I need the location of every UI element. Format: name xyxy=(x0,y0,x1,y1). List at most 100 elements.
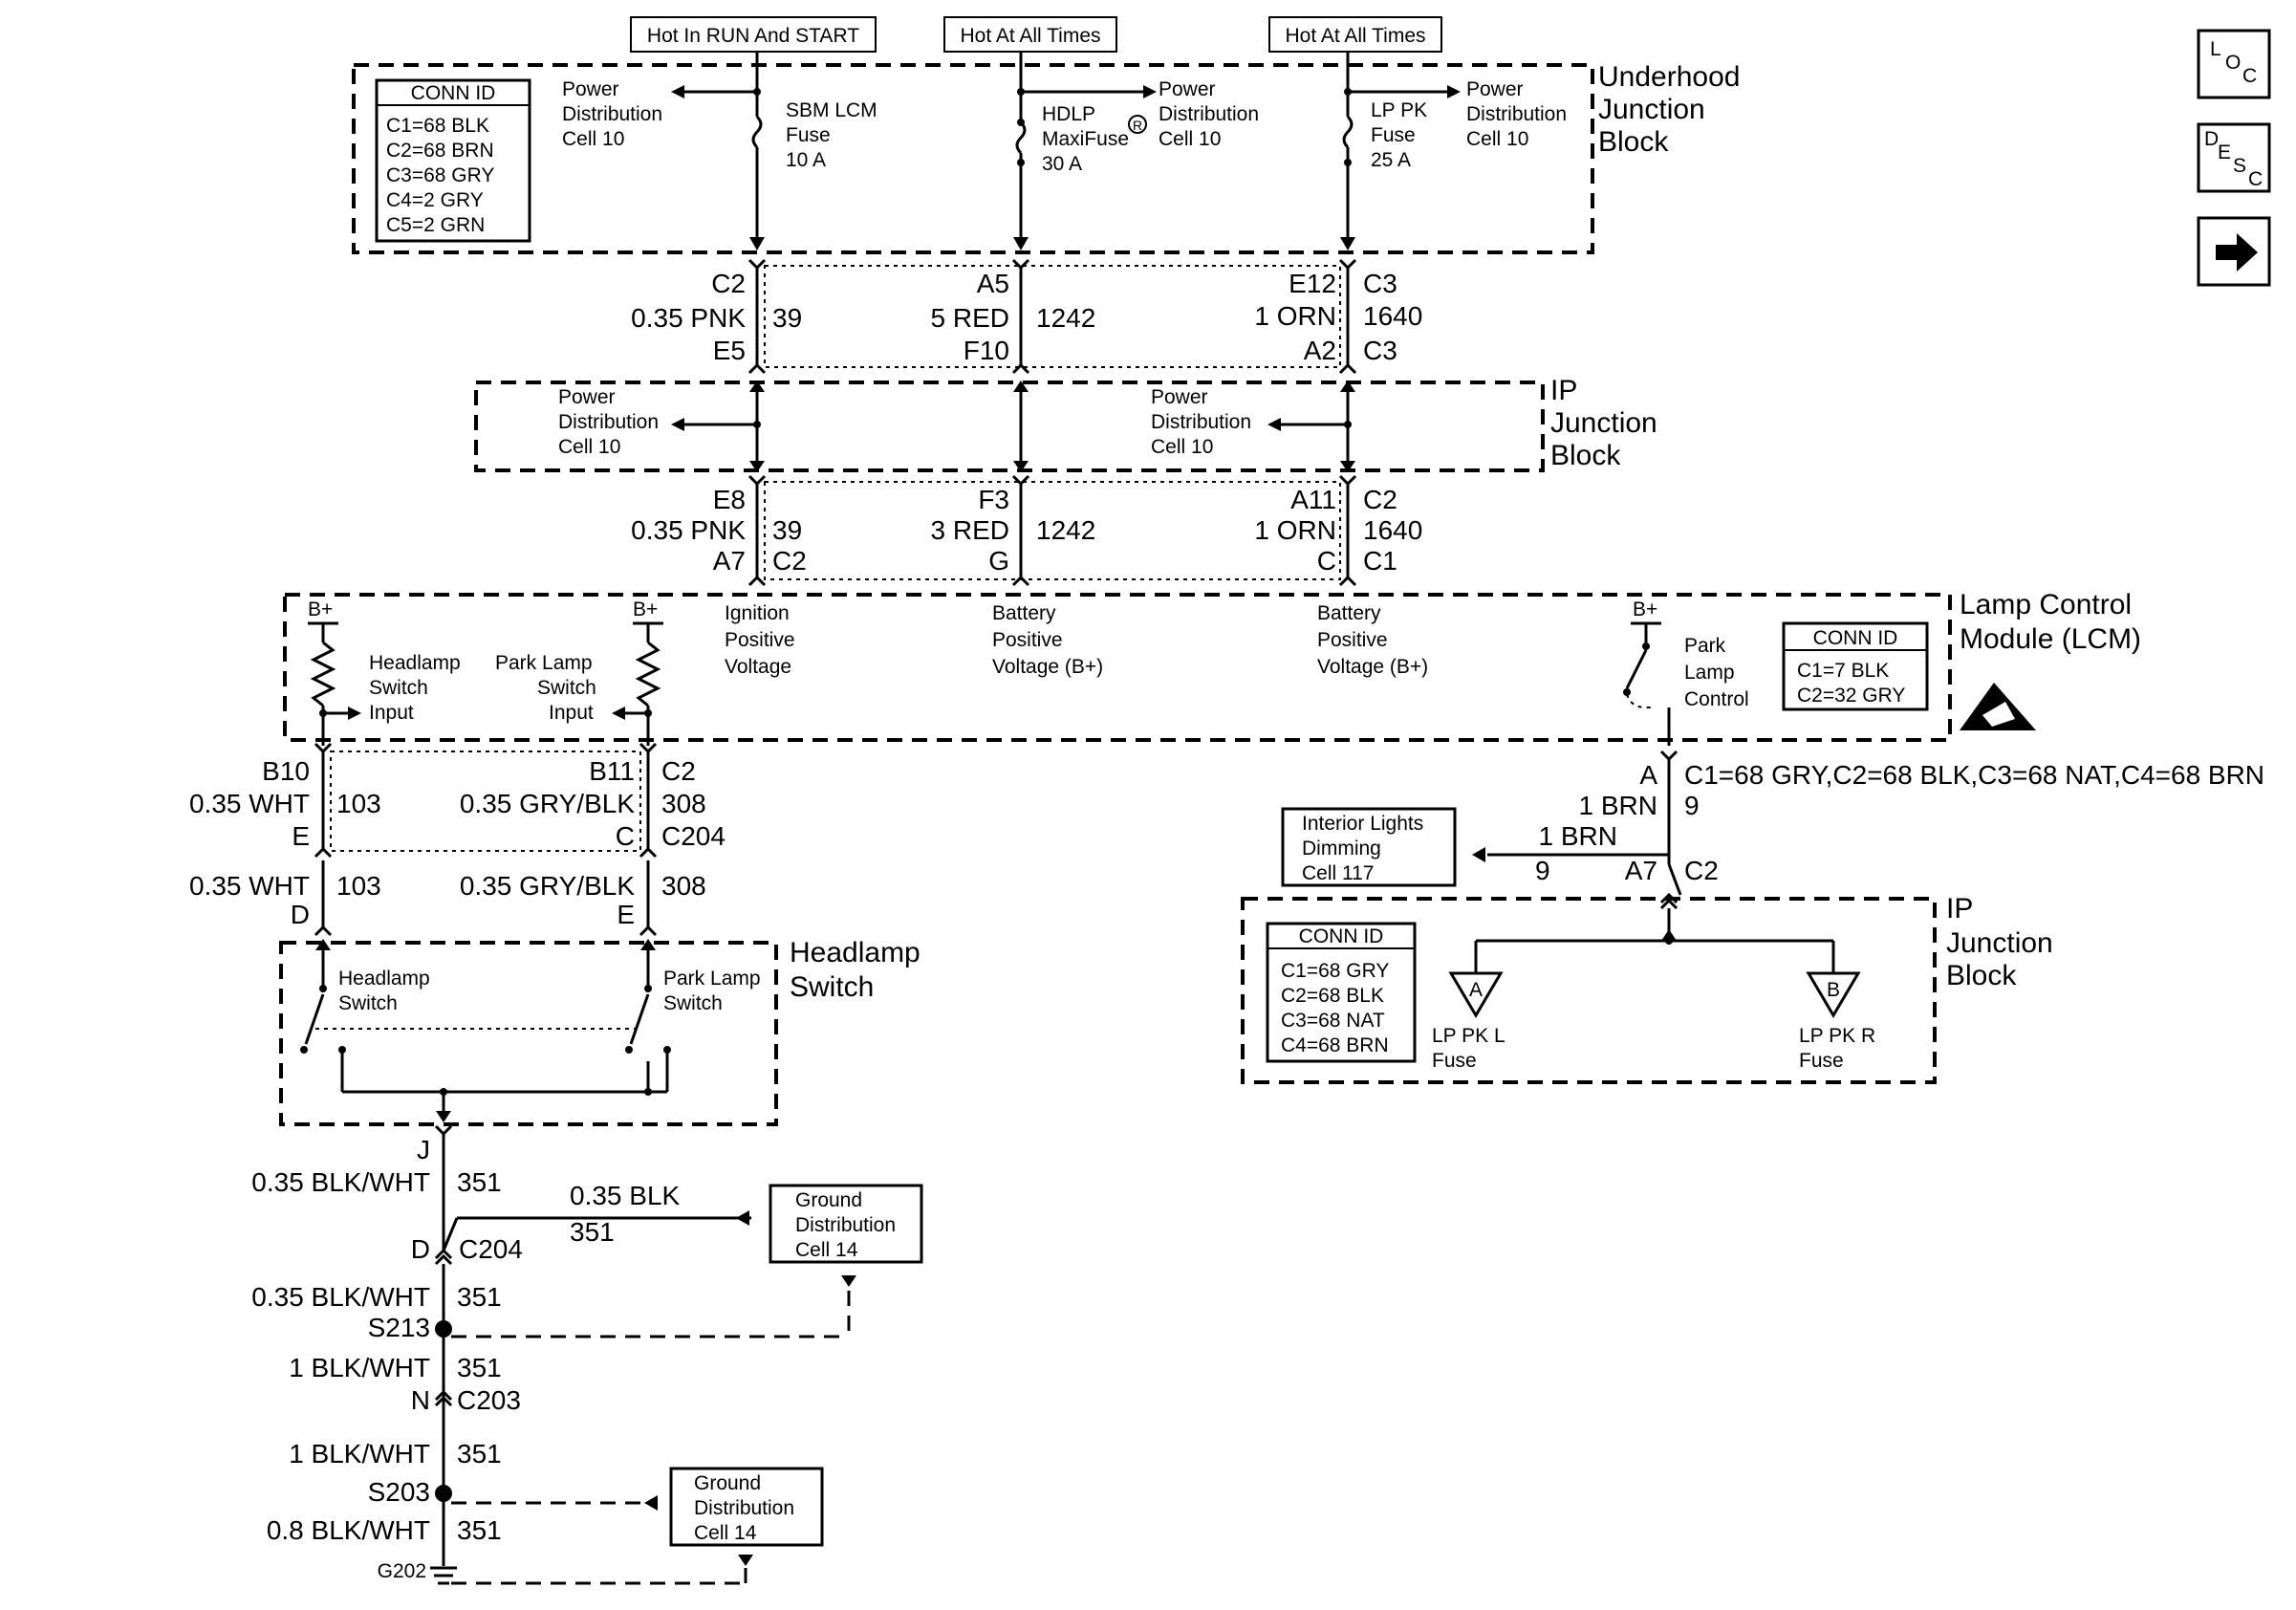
wire-1242-upper: A5 5 RED 1242 F10 xyxy=(931,269,1096,365)
svg-text:Junction: Junction xyxy=(1598,94,1705,125)
svg-text:30 A: 30 A xyxy=(1042,153,1082,175)
svg-text:Positive: Positive xyxy=(725,629,795,651)
svg-text:C1=68 GRY: C1=68 GRY xyxy=(1281,960,1389,982)
svg-text:9: 9 xyxy=(1535,856,1550,885)
svg-text:C: C xyxy=(616,821,635,851)
svg-text:Lamp Control: Lamp Control xyxy=(1960,589,2132,620)
park-lamp-control-label: Park Lamp Control xyxy=(1684,635,1749,710)
svg-text:G202: G202 xyxy=(378,1560,426,1582)
svg-text:Battery: Battery xyxy=(1317,602,1381,624)
svg-text:Distribution: Distribution xyxy=(694,1497,794,1519)
svg-text:C1=7 BLK: C1=7 BLK xyxy=(1797,660,1889,682)
svg-text:LP PK: LP PK xyxy=(1371,99,1427,121)
svg-text:HDLP: HDLP xyxy=(1042,103,1095,125)
svg-text:Battery: Battery xyxy=(992,602,1056,624)
svg-text:F3: F3 xyxy=(978,485,1009,514)
loc-icon[interactable]: L O C xyxy=(2197,29,2271,99)
battery-positive-voltage-label-1: Battery Positive Voltage (B+) xyxy=(992,602,1103,678)
svg-text:Junction: Junction xyxy=(1946,927,2053,959)
fuse-b-icon: B xyxy=(1806,971,1861,1018)
svg-text:C: C xyxy=(2242,65,2257,87)
svg-text:C: C xyxy=(2248,168,2263,190)
svg-text:Block: Block xyxy=(1946,960,2017,991)
svg-text:E5: E5 xyxy=(713,336,746,365)
svg-text:B+: B+ xyxy=(308,598,333,620)
underhood-junction-block: Underhood Junction Block xyxy=(352,61,1740,254)
lp-pk-l-fuse-label: LP PK L Fuse xyxy=(1432,1025,1505,1072)
svg-text:D: D xyxy=(2204,128,2219,150)
svg-text:LP PK L: LP PK L xyxy=(1432,1025,1505,1047)
next-arrow-icon[interactable] xyxy=(2197,216,2271,287)
svg-text:103: 103 xyxy=(336,871,381,901)
svg-text:B10: B10 xyxy=(262,756,310,786)
svg-text:B: B xyxy=(1827,979,1840,1001)
lp-pk-fuse-label: LP PK Fuse 25 A xyxy=(1371,99,1427,171)
svg-text:IP: IP xyxy=(1550,375,1577,406)
svg-text:0.8 BLK/WHT: 0.8 BLK/WHT xyxy=(267,1515,430,1545)
svg-text:Switch: Switch xyxy=(537,677,596,699)
park-lamp-switch-label: Park Lamp Switch xyxy=(663,968,761,1014)
park-lamp-control-switch-icon xyxy=(1625,649,1648,689)
svg-text:10 A: 10 A xyxy=(786,149,826,171)
svg-text:Lamp: Lamp xyxy=(1684,662,1735,684)
svg-text:Headlamp: Headlamp xyxy=(790,937,921,968)
uhjb-conn-id-table: CONN ID C1=68 BLK C2=68 BRN C3=68 GRY C4… xyxy=(375,78,531,243)
hdlp-maxifuse-label: HDLP MaxiFuse 30 A R xyxy=(1042,103,1147,175)
uhjb-power-dist-1: Power Distribution Cell 10 xyxy=(562,78,662,150)
hot-label-all-times-1: Hot At All Times xyxy=(943,16,1117,53)
svg-text:3 RED: 3 RED xyxy=(931,515,1009,545)
svg-text:39: 39 xyxy=(772,303,802,333)
hdlp-maxifuse-icon xyxy=(1015,120,1027,155)
lp-pk-r-fuse-label: LP PK R Fuse xyxy=(1799,1025,1875,1072)
ground-distribution-cell-14-box-2: Ground Distribution Cell 14 xyxy=(669,1467,824,1547)
park-lamp-switch-contact-icon xyxy=(629,993,650,1045)
svg-text:E: E xyxy=(617,900,635,929)
svg-text:B+: B+ xyxy=(633,598,658,620)
svg-text:C204: C204 xyxy=(661,821,726,851)
resistor-icon xyxy=(310,641,336,707)
interior-lights-dimming-box: Interior Lights Dimming Cell 117 xyxy=(1281,807,1457,887)
wire-9-labels: A C1=68 GRY,C2=68 BLK,C3=68 NAT,C4=68 BR… xyxy=(1535,760,2264,885)
headlamp-switch-block: Headlamp Switch xyxy=(279,937,921,1126)
ground-distribution-cell-14-box-1: Ground Distribution Cell 14 xyxy=(769,1184,923,1264)
svg-text:O: O xyxy=(2225,52,2241,74)
desc-icon[interactable]: D E S C xyxy=(2197,122,2271,193)
sbm-lcm-fuse-label: SBM LCM Fuse 10 A xyxy=(786,99,877,171)
svg-text:Voltage (B+): Voltage (B+) xyxy=(992,656,1103,678)
svg-text:Voltage: Voltage xyxy=(725,656,791,678)
svg-text:0.35 WHT: 0.35 WHT xyxy=(189,871,310,901)
svg-text:Switch: Switch xyxy=(663,992,723,1014)
svg-text:0.35 GRY/BLK: 0.35 GRY/BLK xyxy=(460,871,635,901)
svg-text:Park: Park xyxy=(1684,635,1726,657)
svg-text:D: D xyxy=(411,1234,430,1264)
svg-text:1 BRN: 1 BRN xyxy=(1579,791,1657,820)
svg-text:C2=68 BRN: C2=68 BRN xyxy=(386,140,494,162)
svg-text:C3=68 NAT: C3=68 NAT xyxy=(1281,1010,1385,1032)
wire-1242-lower: F3 3 RED 1242 G xyxy=(931,485,1096,576)
sbm-lcm-fuse-icon xyxy=(751,115,763,149)
ipjb-power-dist-2: Power Distribution Cell 10 xyxy=(1151,386,1251,458)
svg-text:351: 351 xyxy=(570,1217,615,1247)
svg-text:0.35 PNK: 0.35 PNK xyxy=(631,303,746,333)
svg-text:Ground: Ground xyxy=(694,1472,761,1494)
svg-text:Module (LCM): Module (LCM) xyxy=(1960,623,2141,655)
svg-text:0.35 GRY/BLK: 0.35 GRY/BLK xyxy=(460,789,635,818)
svg-text:103: 103 xyxy=(336,789,381,818)
svg-text:0.35 BLK/WHT: 0.35 BLK/WHT xyxy=(251,1282,430,1312)
svg-text:S: S xyxy=(2233,155,2246,177)
battery-positive-voltage-label-2: Battery Positive Voltage (B+) xyxy=(1317,602,1428,678)
svg-text:308: 308 xyxy=(661,789,706,818)
svg-text:Park Lamp: Park Lamp xyxy=(663,968,761,990)
svg-text:351: 351 xyxy=(457,1515,502,1545)
svg-text:LP PK R: LP PK R xyxy=(1799,1025,1875,1047)
svg-text:C4=68 BRN: C4=68 BRN xyxy=(1281,1034,1389,1056)
svg-text:Fuse: Fuse xyxy=(1432,1050,1477,1072)
svg-text:A7: A7 xyxy=(713,546,746,576)
svg-text:Power: Power xyxy=(562,78,619,100)
svg-text:CONN ID: CONN ID xyxy=(1813,627,1898,649)
svg-text:Cell 10: Cell 10 xyxy=(1151,436,1213,458)
svg-text:Cell 10: Cell 10 xyxy=(1466,128,1528,150)
esd-warning-icon xyxy=(1960,683,2036,730)
svg-text:1 BRN: 1 BRN xyxy=(1539,821,1617,851)
wire-308-upper: B11 C2 0.35 GRY/BLK 308 C C204 xyxy=(460,756,726,851)
